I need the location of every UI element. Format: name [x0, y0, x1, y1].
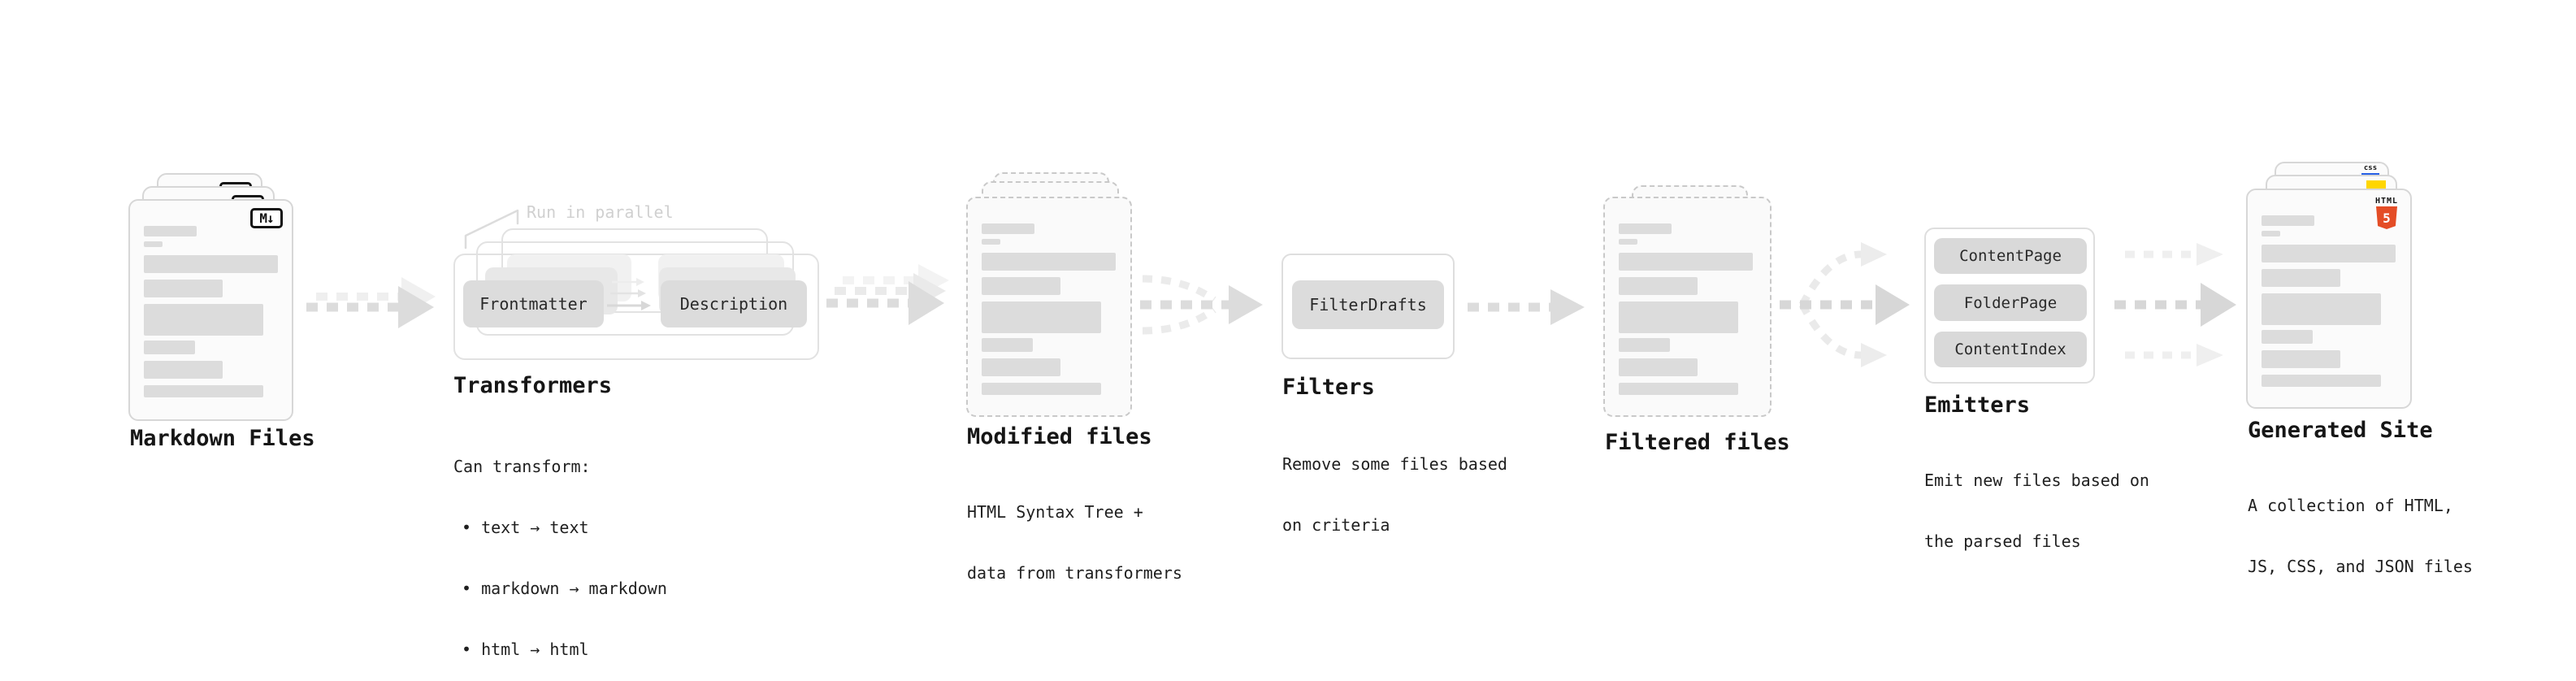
emitter-folder-page-pill: FolderPage	[1934, 284, 2087, 321]
stage-description: A collection of HTML, JS, CSS, and JSON …	[2248, 496, 2473, 576]
transformer-frontmatter-pill: Frontmatter	[463, 280, 604, 327]
text-placeholder-bar	[144, 361, 223, 379]
text-placeholder-bar	[144, 241, 163, 247]
text-placeholder-bars	[2248, 190, 2410, 407]
text-placeholder-bar	[1619, 383, 1738, 395]
text-placeholder-bar	[1619, 301, 1738, 333]
stage-title: Markdown Files	[130, 426, 315, 451]
text-placeholder-bar	[144, 340, 195, 354]
text-placeholder-bars	[130, 201, 292, 419]
arrow-modified-to-filters	[1140, 275, 1263, 335]
stage-title: Emitters	[1924, 393, 2031, 418]
text-placeholder-bar	[982, 223, 1034, 234]
stage-title: Filtered files	[1605, 430, 1790, 455]
pill-label: FolderPage	[1963, 293, 2058, 312]
pill-label: ContentPage	[1959, 247, 2062, 265]
arrow-markdown-to-transformers	[306, 277, 436, 328]
stage-description: Can transform: • text → text • markdown …	[453, 457, 667, 659]
pill-label: ContentIndex	[1954, 340, 2066, 358]
document-page-front	[1603, 197, 1772, 417]
text-placeholder-bar	[982, 253, 1116, 271]
arrow-filters-to-filtered	[1468, 289, 1585, 325]
pill-label: Frontmatter	[479, 294, 588, 314]
text-placeholder-bar	[982, 239, 1000, 245]
stage-title: Generated Site	[2248, 418, 2433, 443]
text-placeholder-bar	[1619, 338, 1670, 352]
text-placeholder-bar	[144, 255, 278, 273]
emitter-content-page-pill: ContentPage	[1934, 238, 2087, 274]
text-placeholder-bar	[982, 383, 1101, 395]
text-placeholder-bar	[144, 304, 263, 336]
html5-icon: HTML 5	[2373, 197, 2400, 229]
text-placeholder-bar	[1619, 223, 1672, 234]
text-placeholder-bar	[2262, 215, 2314, 226]
stage-title: Filters	[1282, 375, 1375, 400]
stage-description: Emit new files based on the parsed files	[1924, 471, 2149, 551]
text-placeholder-bar	[1619, 239, 1637, 245]
document-page-front: HTML 5	[2246, 189, 2412, 409]
pill-label: FilterDrafts	[1309, 295, 1427, 314]
text-placeholder-bar	[2262, 245, 2396, 262]
text-placeholder-bar	[982, 277, 1060, 295]
document-page-front	[966, 197, 1132, 417]
text-placeholder-bar	[2262, 293, 2381, 325]
text-placeholder-bar	[1619, 358, 1698, 376]
arrow-transformers-to-modified	[826, 264, 949, 325]
text-placeholder-bars	[968, 198, 1130, 415]
pill-label: Description	[679, 294, 788, 314]
text-placeholder-bar	[2262, 350, 2340, 368]
transformer-description-pill: Description	[661, 280, 807, 327]
markdown-icon: M↓	[250, 208, 283, 228]
document-page-front: M↓	[128, 199, 293, 421]
text-placeholder-bars	[1605, 198, 1770, 415]
text-placeholder-bar	[2262, 269, 2340, 287]
note-callout-line	[464, 209, 519, 249]
text-placeholder-bar	[1619, 277, 1698, 295]
text-placeholder-bar	[144, 280, 223, 297]
javascript-icon	[2366, 180, 2386, 189]
stage-description: HTML Syntax Tree + data from transformer…	[967, 502, 1182, 583]
text-placeholder-bar	[1619, 253, 1753, 271]
text-placeholder-bar	[144, 385, 263, 397]
stage-description: Remove some files based on criteria	[1282, 454, 1507, 535]
text-placeholder-bar	[982, 301, 1101, 333]
transformer-stack-front	[453, 254, 819, 360]
text-placeholder-bar	[2262, 375, 2381, 387]
text-placeholder-bar	[982, 338, 1033, 352]
text-placeholder-bar	[982, 358, 1060, 376]
text-placeholder-bar	[2262, 231, 2280, 236]
arrow-filtered-to-emitters	[1780, 242, 1910, 367]
parallel-arrows-icon	[607, 278, 651, 310]
arrow-emitters-to-generated	[2114, 243, 2236, 367]
text-placeholder-bar	[144, 226, 197, 236]
emitter-content-index-pill: ContentIndex	[1934, 332, 2087, 367]
note-run-in-parallel: Run in parallel	[527, 202, 674, 222]
filter-drafts-pill: FilterDrafts	[1292, 280, 1444, 329]
stage-title: Modified files	[967, 424, 1152, 449]
text-placeholder-bar	[2262, 330, 2313, 344]
stage-title: Transformers	[453, 373, 613, 398]
